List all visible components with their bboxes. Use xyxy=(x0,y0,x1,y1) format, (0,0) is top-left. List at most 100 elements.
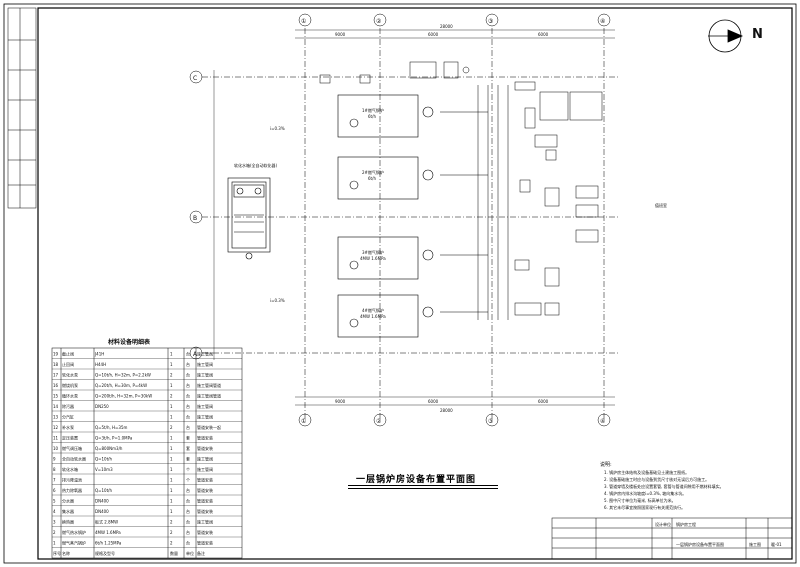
boiler-3-label: 3#燃气锅炉 xyxy=(362,249,384,255)
table-cell: 分水器 xyxy=(62,498,74,504)
softener-label: 软化水箱(全自动软化器) xyxy=(234,162,278,168)
table-cell: 个 xyxy=(186,467,190,472)
bay-dim-1-top: 9000 xyxy=(335,32,346,37)
table-cell: 8 xyxy=(53,467,56,472)
table-cell: 1 xyxy=(170,436,173,441)
slope-note-2: i=0.3% xyxy=(270,298,285,303)
table-cell: 施工管阀 xyxy=(197,361,213,367)
table-cell: DN400 xyxy=(95,499,109,504)
table-cell: 集水器 xyxy=(62,508,74,514)
table-cell: 管道安装 xyxy=(197,445,213,451)
table-cell: Q=10t/h, H=32m, P=2.2kW xyxy=(95,373,151,378)
table-cell: 5 xyxy=(53,499,56,504)
note-line: 5. 图中尺寸单位为毫米, 标高单位为米。 xyxy=(604,497,676,503)
table-cell: 6 xyxy=(53,488,56,493)
table-cell: 施工管阀 xyxy=(197,414,213,420)
note-line: 3. 管道穿墙及楼板处应设置套管, 套管与管道间隙用不燃材料填实。 xyxy=(604,483,724,489)
table-cell: 17 xyxy=(53,373,59,378)
table-cell: H44H xyxy=(95,362,106,367)
boiler-1-sub: 6t/h xyxy=(368,114,376,119)
note-line: 4. 锅炉房内排水沟坡度i=0.3%, 坡向集水坑。 xyxy=(604,490,686,496)
axis-label-3-top: ③ xyxy=(488,18,493,25)
table-cell: 1 xyxy=(170,467,173,472)
boiler-2 xyxy=(337,156,434,200)
table-cell: J41H xyxy=(94,352,104,357)
table-cell: 台 xyxy=(186,540,190,546)
table-cell: 定压装置 xyxy=(62,435,78,441)
table-cell: 1 xyxy=(170,383,173,388)
table-cell: 台 xyxy=(186,351,190,357)
table-cell: 换热器 xyxy=(62,519,74,525)
table-cell: 板式 2.8MW xyxy=(95,519,118,525)
table-cell: 台 xyxy=(186,361,190,367)
table-cell: 施工管阀 xyxy=(197,519,213,525)
boiler-2-sub: 6t/h xyxy=(368,176,376,181)
table-cell: 管道安装 xyxy=(197,508,213,514)
table-cell: 管道安装 xyxy=(197,487,213,493)
table-header-cell: 名称 xyxy=(62,550,70,556)
title-block-project: 锅炉房工程 xyxy=(676,521,696,527)
table-cell: 1 xyxy=(170,415,173,420)
table-cell: 7 xyxy=(53,478,56,483)
table-cell: 10 xyxy=(53,446,59,451)
table-cell: 台 xyxy=(186,403,190,409)
binding-strip xyxy=(7,7,37,209)
outer-frame xyxy=(3,3,797,564)
note-line: 2. 设备基础施工时应与设备到货尺寸核对无误后方可施工。 xyxy=(604,476,709,482)
piping-column xyxy=(440,85,509,320)
table-cell: 1 xyxy=(170,488,173,493)
table-cell: Q=5t/h, H=35m xyxy=(95,425,127,430)
table-cell: DN250 xyxy=(95,404,109,409)
table-cell: 台 xyxy=(186,529,190,535)
table-header-cell: 数量 xyxy=(170,550,178,556)
boiler-3 xyxy=(337,236,434,280)
table-cell: 14 xyxy=(53,404,59,409)
table-cell: 2 xyxy=(170,530,173,535)
boiler-1 xyxy=(337,94,434,138)
table-cell: 补水泵 xyxy=(62,424,74,430)
table-cell: 软化水泵 xyxy=(62,372,78,378)
table-cell: 2 xyxy=(170,541,173,546)
material-table-rows xyxy=(52,358,242,548)
title-block-company: 设计单位 xyxy=(655,521,671,527)
table-cell: 11 xyxy=(53,436,59,441)
table-cell: 台 xyxy=(186,382,190,388)
table-cell: 1 xyxy=(170,499,173,504)
title-block-drawing-name: 一层锅炉房设备布置平面图 xyxy=(676,541,724,547)
title-block-sheet-no: 暖-01 xyxy=(771,541,782,547)
table-header-cell: 规格及型号 xyxy=(95,550,115,556)
bay-dim-2-bottom: 6000 xyxy=(428,399,439,404)
title-block-grid xyxy=(551,517,793,560)
table-cell: 台 xyxy=(186,393,190,399)
table-cell: 1 xyxy=(170,446,173,451)
table-cell: 2 xyxy=(170,520,173,525)
slope-note-1: i=0.3% xyxy=(270,126,285,131)
axis-label-4-bottom: ④ xyxy=(600,418,605,425)
room-label-right: 值班室 xyxy=(655,202,667,208)
table-cell: 台 xyxy=(186,487,190,493)
table-cell: 燃气调压箱 xyxy=(62,445,82,451)
note-line: 6. 其它未尽事宜按照国家现行有关规范执行。 xyxy=(604,504,685,510)
bay-dim-2-top: 6000 xyxy=(428,32,439,37)
table-cell: 热力除氧器 xyxy=(62,487,82,493)
table-cell: 1 xyxy=(170,352,173,357)
note-line: 1. 锅炉房主体结构及设备基础见土建施工图纸。 xyxy=(604,469,689,475)
table-cell: 施工管阀 xyxy=(197,466,213,472)
boiler-2-label: 2#燃气锅炉 xyxy=(362,169,384,175)
table-cell: 排污降温池 xyxy=(62,477,82,483)
axis-label-1-bottom: ① xyxy=(301,418,306,425)
top-fixtures xyxy=(319,61,470,84)
axis-label-A: A xyxy=(193,351,198,358)
table-cell: 循环水泵 xyxy=(62,393,78,399)
table-cell: 管道安装 xyxy=(197,477,213,483)
table-cell: 台 xyxy=(186,424,190,430)
table-cell: 个 xyxy=(186,478,190,483)
material-table-title: 材料设备明细表 xyxy=(107,338,151,346)
table-cell: 施工管阀 xyxy=(197,403,213,409)
table-cell: 3 xyxy=(53,520,56,525)
table-cell: 台 xyxy=(186,498,190,504)
table-cell: 1 xyxy=(170,457,173,462)
table-header-cell: 单位 xyxy=(186,550,194,556)
table-cell: 套 xyxy=(186,435,190,441)
boiler-3-sub: 4MW 1.6MPa xyxy=(360,256,386,261)
